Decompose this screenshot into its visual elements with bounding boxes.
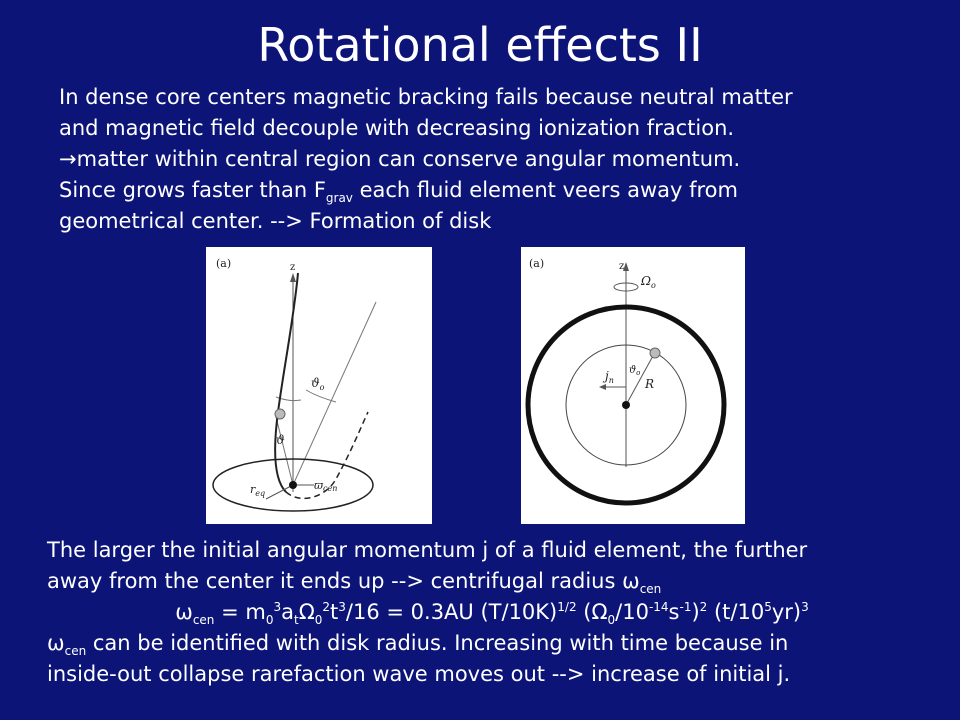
rotation-arrow-icon: [613, 282, 639, 292]
z-axis-label: z: [619, 261, 624, 272]
figure-trajectory: (a) z ϑo ϑ req ϖcen: [206, 247, 432, 524]
theta0-label: ϑo: [629, 365, 640, 377]
theta-label: ϑ: [276, 433, 285, 447]
z-axis-arrow-icon: [290, 273, 296, 282]
radius-line: [625, 353, 655, 406]
intro-line-4: Since grows faster than Fgrav each fluid…: [59, 175, 929, 206]
outro-line-4-text: can be identified with disk radius. Incr…: [86, 631, 789, 655]
position-line: [275, 416, 294, 486]
panel-label: (a): [216, 257, 231, 270]
intro-line-3-text: matter within central region can conserv…: [76, 147, 741, 171]
omega-cen-symbol: ω: [622, 569, 640, 593]
z-axis-label: z: [290, 262, 295, 273]
fluid-element: [274, 408, 286, 420]
angle-label: ϑo: [311, 376, 325, 392]
centrifugal-radius-equation: ωcen = m03atΩ02t3/16 = 0.3AU (T/10K)1/2 …: [175, 600, 809, 628]
intro-line-4-post: each fluid element veers away from: [352, 178, 738, 202]
jn-arrow-icon: [599, 384, 606, 390]
outro-line-2: away from the center it ends up --> cent…: [47, 566, 937, 597]
outro-paragraph: The larger the initial angular momentum …: [47, 535, 937, 690]
intro-line-4-pre: Since grows faster than F: [59, 178, 326, 202]
req-label: req: [250, 483, 265, 498]
r-label: R: [644, 377, 654, 391]
z-axis-arrow-icon: [623, 262, 629, 271]
cen-subscript: cen: [64, 644, 87, 659]
equatorial-plane: [212, 458, 374, 512]
intro-line-3: →matter within central region can conser…: [59, 144, 929, 175]
wcen-label: ϖcen: [314, 479, 337, 493]
intro-paragraph: In dense core centers magnetic bracking …: [59, 82, 929, 237]
fluid-element: [649, 347, 661, 359]
req-line: [265, 484, 294, 500]
cen-subscript: cen: [639, 582, 662, 597]
outro-line-4: ωcen can be identified with disk radius.…: [47, 628, 937, 659]
angle-arc: [305, 389, 337, 403]
inner-sphere: [565, 344, 687, 466]
omega-cen-symbol: ω: [47, 631, 65, 655]
streamline-dashed: [285, 411, 369, 500]
center-point: [622, 401, 630, 409]
trajectory-diagram: (a) z ϑo ϑ req ϖcen: [212, 257, 377, 512]
slide-title: Rotational effects II: [257, 18, 703, 72]
outro-line-1: The larger the initial angular momentum …: [47, 538, 808, 562]
intro-line-2: and magnetic field decouple with decreas…: [59, 116, 735, 140]
outer-cloud-boundary: [525, 304, 727, 506]
f-grav-subscript: grav: [325, 191, 353, 206]
jn-label: jn: [602, 369, 614, 385]
small-angle-arc: [275, 396, 302, 402]
outro-line-5: inside-out collapse rarefaction wave mov…: [47, 662, 791, 686]
initial-direction-line: [292, 301, 377, 486]
outro-line-2-text: away from the center it ends up --> cent…: [47, 569, 623, 593]
sphere-diagram: (a) z Ωo jn ϑo R: [525, 257, 727, 506]
omega-label: Ωo: [640, 274, 656, 290]
figure-sphere: (a) z Ωo jn ϑo R: [521, 247, 745, 524]
right-arrow-icon: →: [59, 147, 77, 171]
center-point: [289, 481, 297, 489]
intro-line-5: geometrical center. --> Formation of dis…: [59, 209, 492, 233]
intro-line-1: In dense core centers magnetic bracking …: [59, 85, 793, 109]
panel-label: (a): [529, 257, 544, 270]
